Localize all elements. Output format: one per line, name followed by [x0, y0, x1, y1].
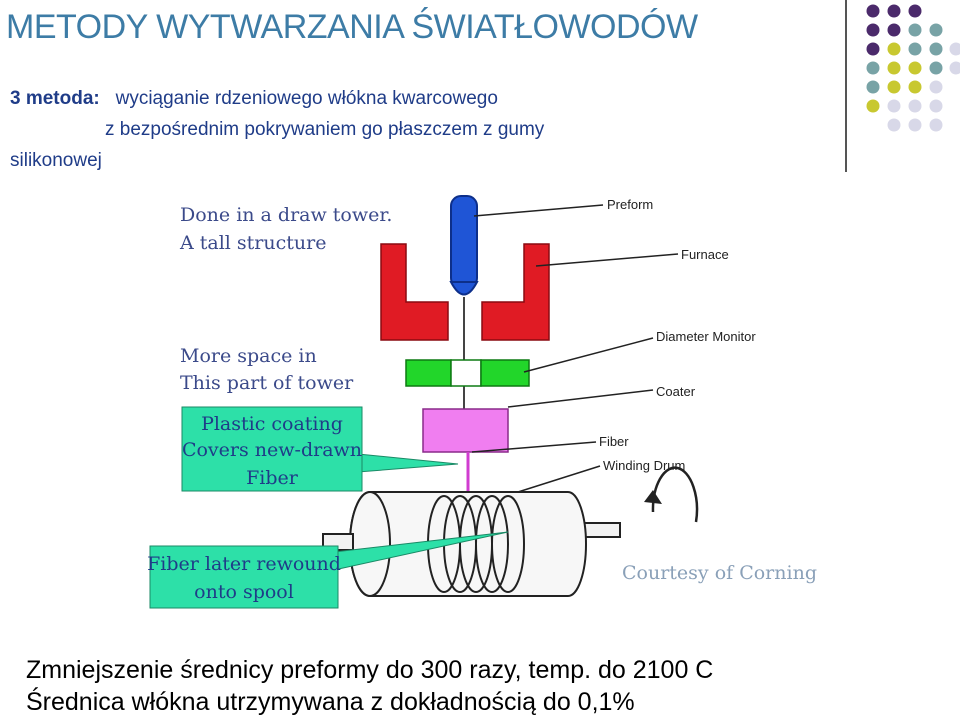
rotation-arrow-head	[644, 490, 662, 504]
footer-line-1: Zmniejszenie średnicy preformy do 300 ra…	[26, 656, 714, 684]
note-draw-tower: Done in a draw tower.	[180, 204, 392, 226]
dot-row-6	[866, 99, 943, 113]
note-more-space: More space in	[180, 345, 317, 367]
divider-line	[845, 0, 847, 172]
label-fiber: Fiber	[599, 434, 629, 449]
callout-coating-line-3: Fiber	[246, 467, 299, 489]
subtitle-line-1: 3 metoda: wyciąganie rdzeniowego włókna …	[10, 88, 498, 110]
callout-coating-line-1: Plastic coating	[201, 413, 343, 435]
dot-row-1	[866, 4, 922, 18]
coater	[422, 408, 509, 453]
furnace-right	[481, 243, 550, 341]
dot-row-3	[866, 42, 960, 56]
label-preform: Preform	[607, 197, 653, 212]
footer-line-2: Średnica włókna utrzymywana z dokładnośc…	[26, 688, 635, 716]
preform	[449, 195, 479, 296]
method-description-3: silikonowej	[10, 150, 102, 171]
note-tall-structure: A tall structure	[179, 232, 326, 254]
callout-coating	[181, 406, 363, 492]
credit-text: Courtesy of Corning	[622, 562, 817, 584]
callout-spool	[149, 545, 339, 609]
dot-row-7	[887, 118, 943, 132]
method-description-2: z bezpośrednim pokrywaniem go płaszczem …	[105, 119, 545, 140]
diameter-monitor	[405, 359, 530, 387]
label-diameter-monitor: Diameter Monitor	[656, 329, 756, 344]
method-label: 3 metoda:	[10, 88, 100, 109]
winding-drum	[322, 491, 621, 597]
callout-coating-line-2: Covers new-drawn	[182, 439, 362, 461]
page-title: METODY WYTWARZANIA ŚWIATŁOWODÓW	[6, 8, 698, 46]
label-winding-drum: Winding Drum	[603, 458, 685, 473]
fiber-draw-tower-diagram: Done in a draw tower. A tall structure M…	[148, 195, 817, 609]
callout-coating-pointer	[357, 453, 459, 473]
method-description-1: wyciąganie rdzeniowego włókna kwarcowego	[115, 88, 498, 109]
dot-row-4	[866, 61, 960, 75]
decorative-dot-grid	[866, 4, 960, 132]
callout-spool-line-2: onto spool	[194, 581, 294, 603]
rotation-arrow	[651, 466, 699, 523]
furnace-left	[380, 243, 449, 341]
dot-row-5	[866, 80, 943, 94]
leader-lines	[471, 204, 679, 493]
label-coater: Coater	[656, 384, 696, 399]
note-this-part: This part of tower	[180, 372, 354, 394]
callout-spool-line-1: Fiber later rewound	[148, 553, 341, 575]
dot-row-2	[866, 23, 943, 37]
label-furnace: Furnace	[681, 247, 729, 262]
